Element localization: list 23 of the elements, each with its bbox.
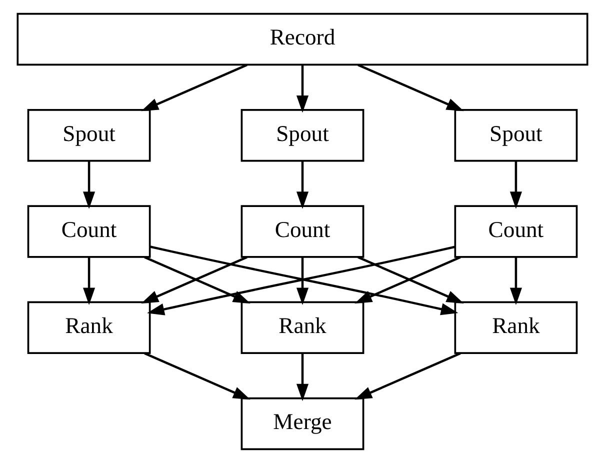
node-box: Record (16, 12, 588, 66)
node-box: Merge (240, 397, 364, 450)
arrow (83, 257, 96, 305)
node-box: Spout (240, 109, 364, 162)
arrow (296, 354, 309, 402)
node-box: Spout (454, 109, 578, 162)
node-box: Count (27, 205, 151, 258)
arrow (510, 257, 522, 305)
node-box: Rank (454, 301, 578, 354)
node-box: Rank (27, 301, 151, 354)
node-box: Count (454, 205, 578, 258)
arrow (296, 257, 309, 305)
arrow (510, 161, 522, 209)
arrow (354, 352, 461, 400)
arrow (144, 352, 250, 400)
arrow (358, 64, 464, 112)
node-box: Spout (27, 109, 151, 162)
node-box: Count (240, 205, 364, 258)
arrow (83, 161, 96, 209)
arrow (296, 65, 309, 113)
arrow (141, 64, 248, 112)
node-box: Rank (240, 301, 364, 354)
arrow (296, 161, 309, 209)
